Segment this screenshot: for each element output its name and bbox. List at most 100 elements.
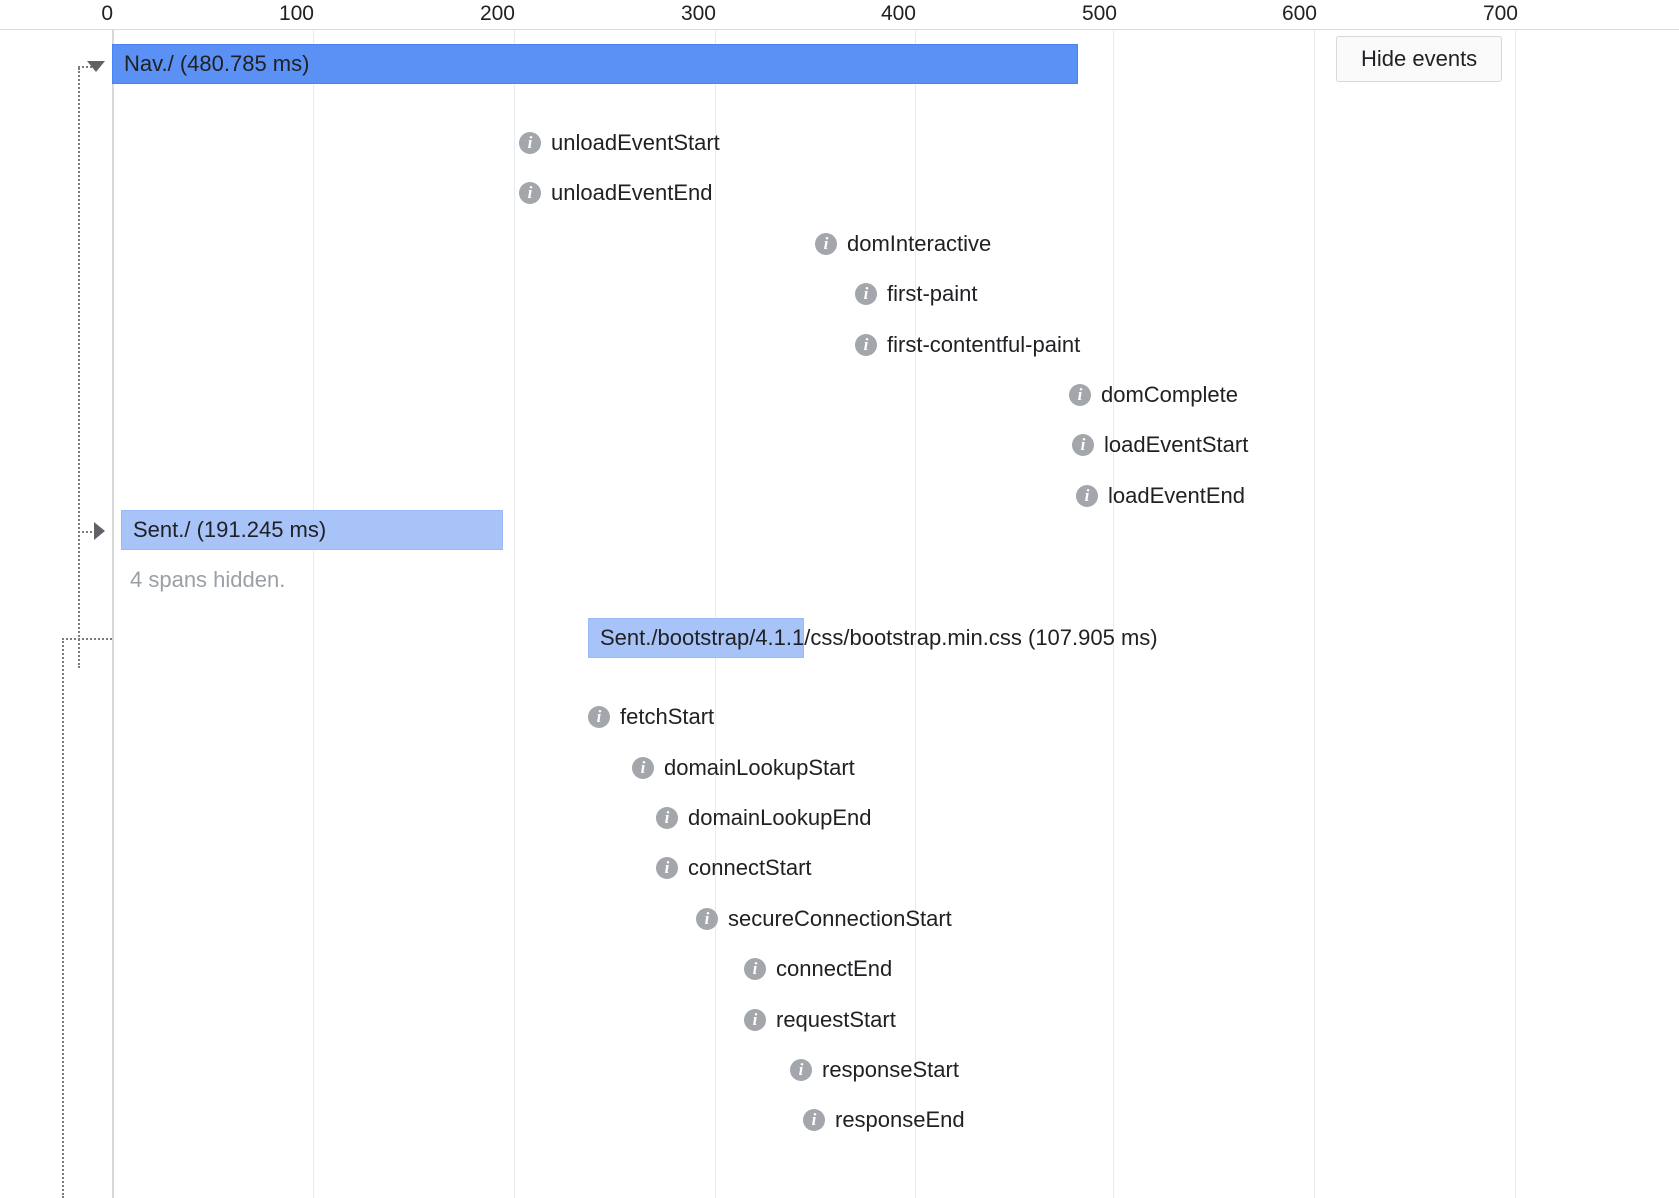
tree-connector-vertical (78, 68, 80, 668)
table-row: 4 spans hidden. (0, 555, 1679, 605)
tree-connector-root (78, 66, 92, 68)
axis-tick-0: 0 (101, 2, 113, 25)
info-icon[interactable]: i (855, 334, 877, 356)
gridline-500 (1113, 30, 1114, 1198)
table-row[interactable]: Nav./ (480.785 ms) (0, 36, 1679, 86)
event-label: connectStart (688, 855, 812, 880)
table-row: i responseStart (0, 1043, 1679, 1093)
info-icon[interactable]: i (1069, 384, 1091, 406)
timeline-gridlines (0, 30, 1679, 1198)
axis-tick-700: 700 (1482, 2, 1518, 25)
event-label: first-contentful-paint (887, 332, 1081, 357)
gridline-400 (915, 30, 916, 1198)
event-label: responseStart (822, 1057, 959, 1082)
table-row: i connectStart (0, 841, 1679, 891)
event-marker-first-paint[interactable]: i first-paint (855, 281, 977, 307)
event-label: domComplete (1101, 382, 1238, 407)
event-marker-domainLookupStart[interactable]: i domainLookupStart (632, 755, 855, 781)
table-row: i unloadEventEnd (0, 166, 1679, 216)
gridline-300 (715, 30, 716, 1198)
table-row: i domInteractive (0, 217, 1679, 267)
tree-connector-branch-2 (62, 638, 112, 640)
info-icon[interactable]: i (519, 182, 541, 204)
event-label: loadEventEnd (1108, 483, 1245, 508)
event-label: connectEnd (776, 956, 893, 981)
gridline-0 (112, 30, 114, 1198)
event-marker-unloadEventStart[interactable]: i unloadEventStart (519, 130, 720, 156)
info-icon[interactable]: i (656, 807, 678, 829)
table-row: i domainLookupStart (0, 741, 1679, 791)
event-marker-requestStart[interactable]: i requestStart (744, 1007, 896, 1033)
table-row: i connectEnd (0, 942, 1679, 992)
event-marker-secureConnectionStart[interactable]: i secureConnectionStart (696, 906, 952, 932)
span-bar-bootstrap-css[interactable]: Sent./bootstrap/4.1.1/css/bootstrap.min.… (588, 618, 1158, 658)
event-label: domainLookupStart (664, 755, 855, 780)
event-marker-unloadEventEnd[interactable]: i unloadEventEnd (519, 180, 712, 206)
event-label: requestStart (776, 1007, 896, 1032)
table-row[interactable]: Sent./bootstrap/4.1.1/css/bootstrap.min.… (0, 610, 1679, 660)
expand-caret-sent[interactable] (94, 522, 105, 540)
event-label: responseEnd (835, 1107, 965, 1132)
axis-tick-400: 400 (880, 2, 916, 25)
axis-tick-500: 500 (1081, 2, 1117, 25)
axis-baseline (0, 29, 1679, 30)
table-row: i loadEventEnd (0, 469, 1679, 519)
event-label: domainLookupEnd (688, 805, 872, 830)
event-marker-domComplete[interactable]: i domComplete (1069, 382, 1238, 408)
info-icon[interactable]: i (632, 757, 654, 779)
hide-events-button[interactable]: Hide events (1336, 36, 1503, 82)
event-marker-connectStart[interactable]: i connectStart (656, 855, 812, 881)
event-marker-loadEventStart[interactable]: i loadEventStart (1072, 432, 1248, 458)
gridline-700 (1515, 30, 1516, 1198)
time-axis: 0 100 200 300 400 500 600 700 (0, 0, 1679, 30)
axis-tick-100: 100 (278, 2, 314, 25)
table-row: i responseEnd (0, 1093, 1679, 1143)
table-row: i domComplete (0, 368, 1679, 418)
hidden-spans-note: 4 spans hidden. (130, 567, 286, 592)
info-icon[interactable]: i (519, 132, 541, 154)
event-marker-connectEnd[interactable]: i connectEnd (744, 956, 892, 982)
span-label-sent: Sent./ (191.245 ms) (133, 517, 327, 542)
axis-tick-300: 300 (680, 2, 716, 25)
event-marker-responseStart[interactable]: i responseStart (790, 1057, 959, 1083)
info-icon[interactable]: i (1076, 485, 1098, 507)
table-row: i domainLookupEnd (0, 791, 1679, 841)
info-icon[interactable]: i (803, 1109, 825, 1131)
info-icon[interactable]: i (656, 857, 678, 879)
info-icon[interactable]: i (744, 1009, 766, 1031)
table-row: i loadEventStart (0, 418, 1679, 468)
event-marker-domInteractive[interactable]: i domInteractive (815, 231, 991, 257)
span-label-bootstrap-css: Sent./bootstrap/4.1.1/css/bootstrap.min.… (600, 625, 1158, 650)
info-icon[interactable]: i (855, 283, 877, 305)
gridline-600 (1314, 30, 1315, 1198)
event-marker-fetchStart[interactable]: i fetchStart (588, 704, 714, 730)
event-marker-first-contentful-paint[interactable]: i first-contentful-paint (855, 332, 1080, 358)
info-icon[interactable]: i (815, 233, 837, 255)
tree-connector-branch-1 (78, 531, 92, 533)
gridline-200 (514, 30, 515, 1198)
trace-timeline: Nav./ (480.785 ms) i unloadEventStart i … (0, 30, 1679, 1198)
axis-tick-200: 200 (479, 2, 515, 25)
span-label-nav: Nav./ (480.785 ms) (124, 51, 310, 76)
event-marker-loadEventEnd[interactable]: i loadEventEnd (1076, 483, 1245, 509)
table-row[interactable]: Sent./ (191.245 ms) (0, 502, 1679, 552)
span-bar-nav[interactable]: Nav./ (480.785 ms) (112, 44, 1078, 84)
tree-connector-vertical-2 (62, 638, 64, 1198)
event-label: secureConnectionStart (728, 906, 952, 931)
expand-caret-nav[interactable] (87, 61, 105, 72)
info-icon[interactable]: i (696, 908, 718, 930)
info-icon[interactable]: i (1072, 434, 1094, 456)
event-marker-domainLookupEnd[interactable]: i domainLookupEnd (656, 805, 871, 831)
table-row: i first-paint (0, 267, 1679, 317)
info-icon[interactable]: i (588, 706, 610, 728)
event-marker-responseEnd[interactable]: i responseEnd (803, 1107, 965, 1133)
table-row: i secureConnectionStart (0, 892, 1679, 942)
table-row: i first-contentful-paint (0, 318, 1679, 368)
axis-tick-600: 600 (1281, 2, 1317, 25)
event-label: first-paint (887, 281, 978, 306)
table-row: i fetchStart (0, 690, 1679, 740)
span-bar-sent[interactable]: Sent./ (191.245 ms) (121, 510, 503, 550)
info-icon[interactable]: i (744, 958, 766, 980)
event-label: unloadEventStart (551, 130, 720, 155)
info-icon[interactable]: i (790, 1059, 812, 1081)
